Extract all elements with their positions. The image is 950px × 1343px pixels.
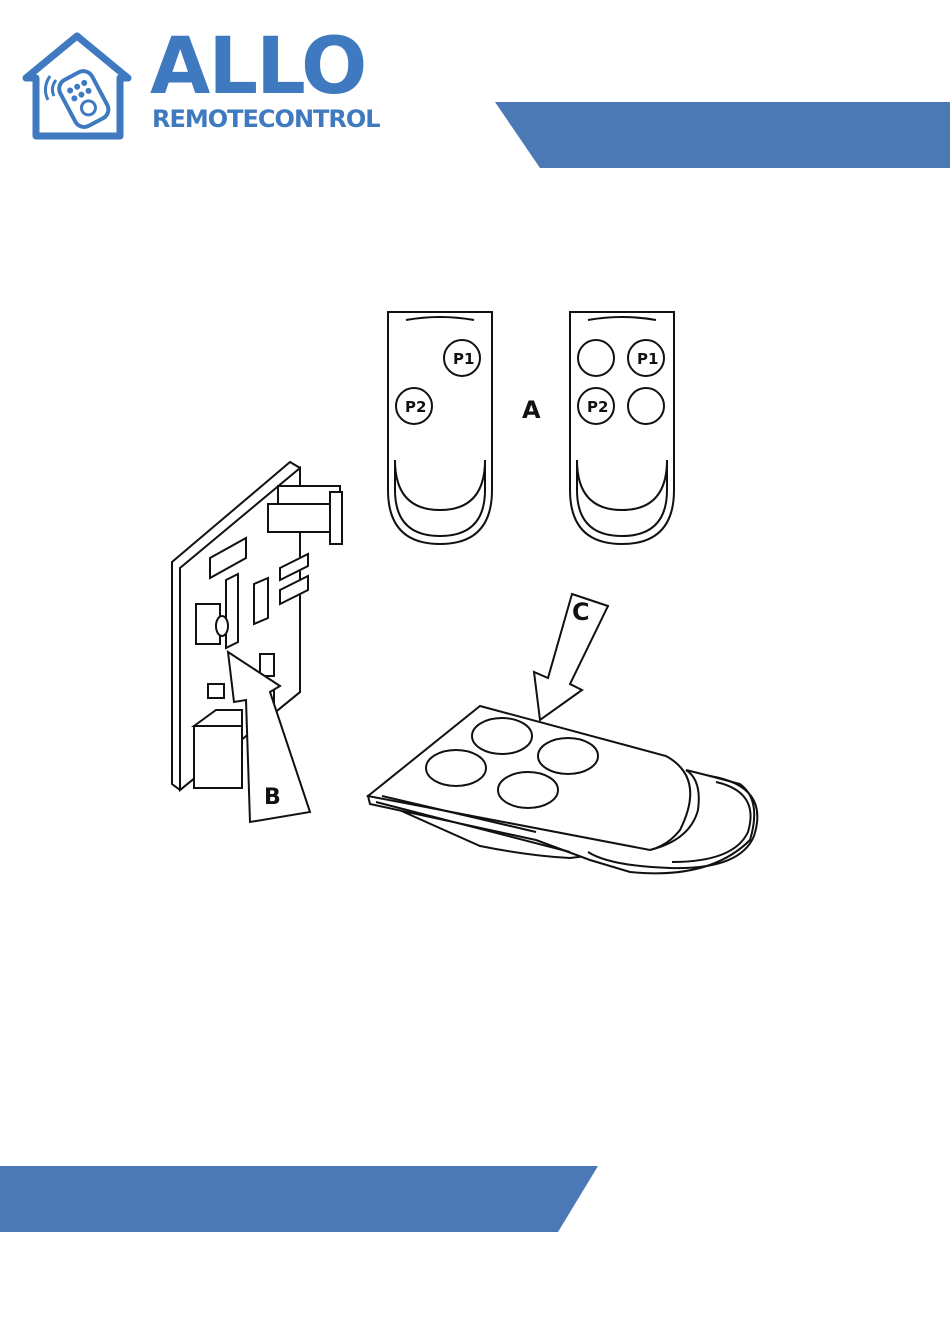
remote-four-button xyxy=(570,312,674,544)
house-remote-icon xyxy=(20,30,135,145)
brand-tagline: REMOTECONTROL xyxy=(152,106,380,132)
footer-accent-band xyxy=(0,1160,950,1240)
button-p2-label: P2 xyxy=(405,398,426,416)
button-p1-label-4btn: P1 xyxy=(637,350,658,368)
button-p1-label: P1 xyxy=(453,350,474,368)
label-b: B xyxy=(264,785,281,810)
label-c: C xyxy=(572,598,590,626)
remote-programming-illustration: P1 P2 P1 P2 A B C xyxy=(150,300,780,890)
button-p2-label-4btn: P2 xyxy=(587,398,608,416)
brand-name: ALLO xyxy=(150,28,365,106)
arrow-c xyxy=(534,594,608,720)
keyfob-shell xyxy=(368,706,757,873)
remote-two-button xyxy=(388,312,492,544)
label-a: A xyxy=(522,396,541,424)
header-accent-band xyxy=(0,0,950,180)
